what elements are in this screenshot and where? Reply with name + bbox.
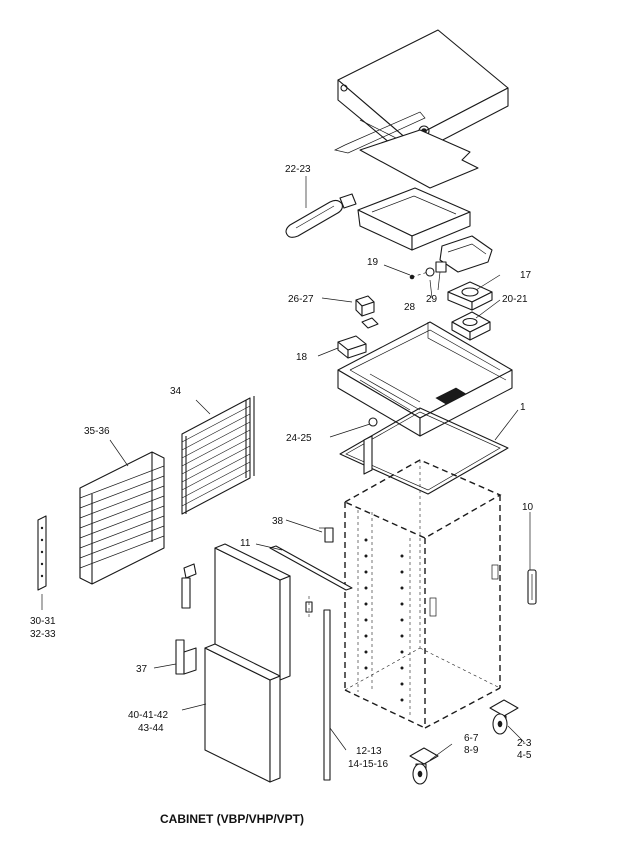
rack-slot-marks <box>364 538 404 702</box>
callout-labels: 22-23 19 17 26-27 29 28 20-21 18 34 1 35… <box>30 164 534 770</box>
heater-tray <box>357 187 471 251</box>
callout-26-27: 26-27 <box>288 294 314 305</box>
side-handle <box>527 569 537 605</box>
callout-14-15-16: 14-15-16 <box>348 759 388 770</box>
door-stop-bar <box>323 609 331 781</box>
callout-17: 17 <box>520 270 532 281</box>
control-pan <box>337 321 513 437</box>
callout-35-36: 35-36 <box>84 426 110 437</box>
callout-37: 37 <box>136 664 148 675</box>
callout-8-9: 8-9 <box>464 745 479 756</box>
control-washer <box>368 417 378 427</box>
door-lower <box>204 643 281 783</box>
callout-32-33: 32-33 <box>30 629 56 640</box>
callout-38: 38 <box>272 516 284 527</box>
rack-rail <box>37 515 47 591</box>
blower-bracket <box>439 235 493 273</box>
callout-24-25: 24-25 <box>286 433 312 444</box>
rack-35-36 <box>79 451 165 585</box>
blower-fan <box>451 311 491 341</box>
callout-12-13: 12-13 <box>356 746 382 757</box>
callout-40-41-42: 40-41-42 <box>128 710 168 721</box>
callout-6-7: 6-7 <box>464 733 479 744</box>
cabinet-body <box>343 459 502 729</box>
rack-34 <box>181 396 255 515</box>
callout-29: 29 <box>426 294 438 305</box>
callout-1: 1 <box>520 402 526 413</box>
callout-30-31: 30-31 <box>30 616 56 627</box>
callout-34: 34 <box>170 386 182 397</box>
callout-4-5: 4-5 <box>517 750 532 761</box>
latch-bracket <box>319 527 334 543</box>
gasket-plate <box>333 111 479 189</box>
door-hinge-upper <box>181 563 197 609</box>
leader-lines <box>41 176 531 761</box>
diagram-caption: CABINET (VBP/VHP/VPT) <box>160 812 304 826</box>
callout-11: 11 <box>240 538 251 549</box>
heating-element <box>285 193 357 238</box>
caster-rear <box>489 699 519 735</box>
relay-module <box>355 295 379 329</box>
callout-18: 18 <box>296 352 308 363</box>
door-upper <box>214 543 291 681</box>
callout-20-21: 20-21 <box>502 294 528 305</box>
caster-front <box>409 747 439 785</box>
thermostat-parts <box>409 261 447 280</box>
frame-gasket <box>339 407 509 495</box>
top-housing-cover <box>337 29 509 159</box>
callout-2-3: 2-3 <box>517 738 532 749</box>
door-latch <box>305 596 313 620</box>
blower-motor <box>447 281 493 311</box>
callout-43-44: 43-44 <box>138 723 164 734</box>
callout-28: 28 <box>404 302 416 313</box>
callout-10: 10 <box>522 502 534 513</box>
switch-block <box>337 335 367 359</box>
door-gasket-strip <box>269 545 353 591</box>
callout-22-23: 22-23 <box>285 164 311 175</box>
callout-19: 19 <box>367 257 379 268</box>
door-hinge-lower <box>175 639 197 675</box>
